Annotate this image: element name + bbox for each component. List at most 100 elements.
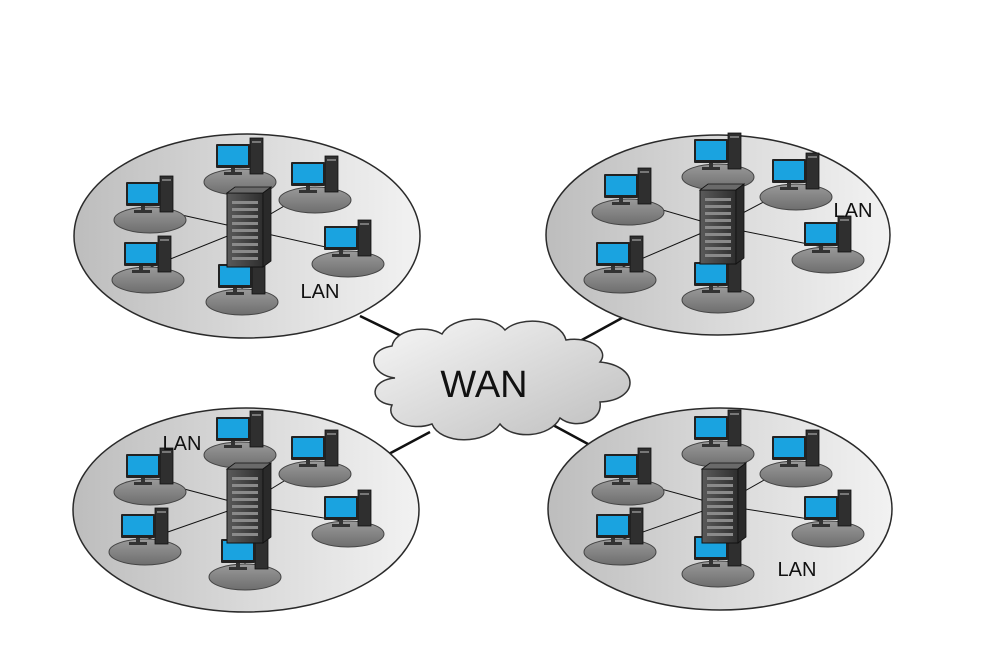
server-bay	[232, 519, 258, 522]
pc-tower-slot	[327, 433, 336, 435]
pc-pad	[311, 250, 385, 278]
server-bay	[232, 201, 258, 204]
monitor-base	[134, 482, 152, 485]
pc-pad	[583, 266, 657, 294]
monitor-base	[224, 172, 242, 175]
pc-tower-slot	[360, 223, 369, 225]
monitor-base	[134, 210, 152, 213]
pc-tower-slot	[840, 493, 849, 495]
pc-pad	[681, 286, 755, 314]
server-bay	[232, 243, 258, 246]
monitor-base	[332, 524, 350, 527]
pc-pad	[208, 563, 282, 591]
workstation-icon	[591, 447, 665, 506]
lan-cluster: LAN	[545, 132, 891, 336]
monitor-stand	[819, 520, 823, 524]
server-side	[262, 186, 272, 268]
pc-tower-slot	[327, 159, 336, 161]
monitor-screen	[606, 176, 636, 195]
monitor-base	[780, 464, 798, 467]
pc-pad	[113, 478, 187, 506]
monitor-stand	[619, 198, 623, 202]
monitor-screen	[293, 164, 323, 183]
workstation-icon	[203, 137, 277, 196]
workstation-icon	[681, 132, 755, 191]
monitor-stand	[233, 288, 237, 292]
server-bay	[705, 233, 731, 236]
monitor-stand	[141, 478, 145, 482]
monitor-screen	[293, 438, 323, 457]
server-bay	[232, 498, 258, 501]
monitor-base	[702, 290, 720, 293]
monitor-base	[604, 542, 622, 545]
monitor-stand	[236, 563, 240, 567]
pc-tower-slot	[632, 511, 641, 513]
server-bay	[232, 208, 258, 211]
monitor-screen	[126, 244, 156, 263]
workstation-icon	[583, 507, 657, 566]
monitor-stand	[619, 478, 623, 482]
monitor-base	[702, 167, 720, 170]
monitor-screen	[774, 438, 804, 457]
server-bay	[232, 215, 258, 218]
server-bay	[705, 254, 731, 257]
monitor-stand	[141, 206, 145, 210]
monitor-base	[812, 250, 830, 253]
server-bay	[232, 491, 258, 494]
lan-groups: LAN LAN LAN LAN	[72, 132, 893, 613]
monitor-screen	[696, 418, 726, 437]
monitor-base	[780, 187, 798, 190]
monitor-stand	[339, 520, 343, 524]
pc-pad	[205, 288, 279, 316]
workstation-icon	[759, 429, 833, 488]
monitor-screen	[598, 516, 628, 535]
monitor-stand	[231, 441, 235, 445]
monitor-screen	[326, 228, 356, 247]
server-bay	[705, 219, 731, 222]
monitor-base	[129, 542, 147, 545]
monitor-stand	[611, 266, 615, 270]
workstation-icon	[113, 175, 187, 234]
monitor-base	[229, 567, 247, 570]
monitor-screen	[598, 244, 628, 263]
workstation-icon	[278, 155, 352, 214]
server-bay	[707, 533, 733, 536]
pc-pad	[278, 186, 352, 214]
server-bay	[707, 484, 733, 487]
pc-pad	[113, 206, 187, 234]
wan-link-bottom-left	[384, 430, 431, 458]
monitor-screen	[806, 224, 836, 243]
server-bay	[232, 526, 258, 529]
monitor-stand	[787, 460, 791, 464]
pc-tower-slot	[730, 136, 739, 138]
monitor-screen	[223, 541, 253, 560]
server-bay	[232, 533, 258, 536]
lan-cluster: LAN	[72, 407, 420, 613]
server-bay	[707, 491, 733, 494]
pc-tower-slot	[632, 239, 641, 241]
server-icon	[700, 462, 748, 544]
pc-tower-icon	[637, 167, 652, 205]
lan-label: LAN	[301, 281, 340, 303]
monitor-stand	[709, 286, 713, 290]
pc-pad	[791, 246, 865, 274]
server-bay	[707, 498, 733, 501]
pc-pad	[583, 538, 657, 566]
lan-label: LAN	[778, 559, 817, 581]
wan-label: WAN	[440, 364, 527, 406]
pc-pad	[278, 460, 352, 488]
pc-tower-icon	[629, 507, 644, 545]
server-bay	[707, 477, 733, 480]
pc-tower-slot	[160, 239, 169, 241]
server-side	[735, 183, 745, 265]
pc-tower-slot	[808, 433, 817, 435]
monitor-screen	[218, 146, 248, 165]
monitor-stand	[787, 183, 791, 187]
workstation-icon	[681, 255, 755, 314]
monitor-base	[299, 190, 317, 193]
pc-tower-slot	[640, 171, 649, 173]
server-bay	[232, 222, 258, 225]
monitor-stand	[306, 460, 310, 464]
monitor-screen	[696, 264, 726, 283]
